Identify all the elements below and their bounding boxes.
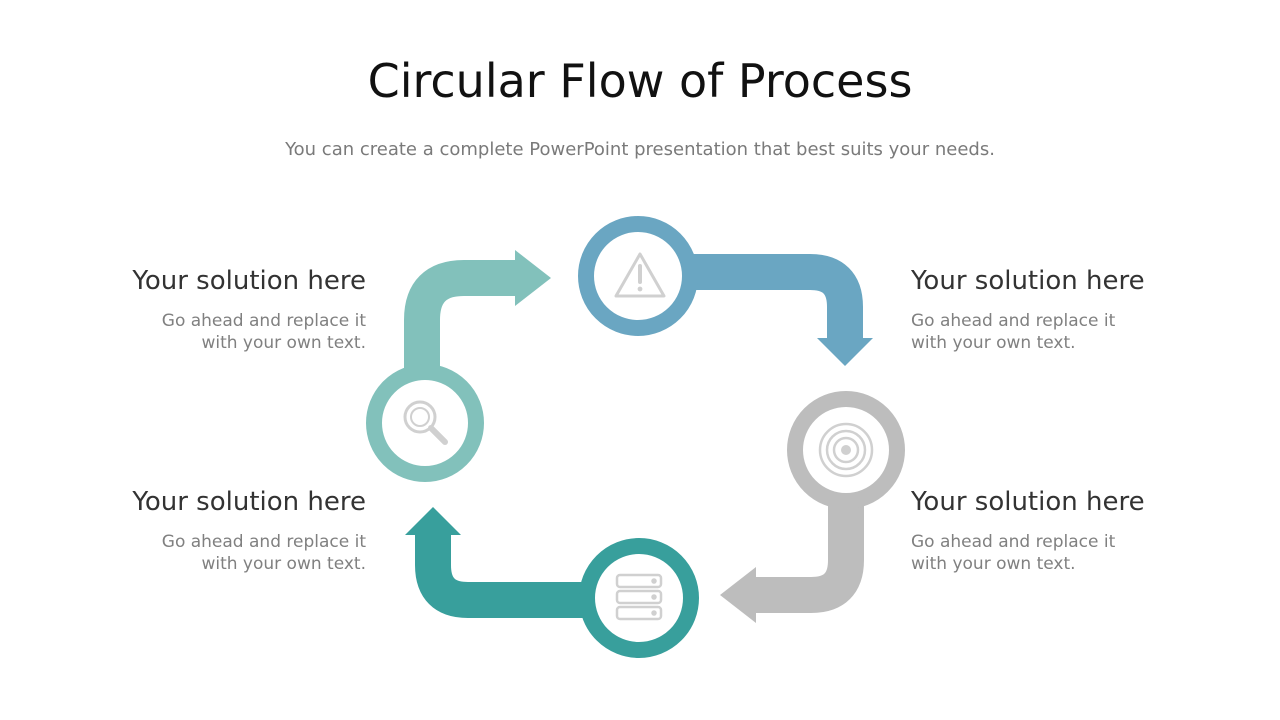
block-body: Go ahead and replace it with your own te…: [911, 310, 1211, 354]
block-body-line: with your own text.: [201, 333, 366, 353]
page-title: Circular Flow of Process: [367, 54, 913, 108]
search-icon: [403, 400, 448, 445]
warning-icon: [614, 252, 666, 298]
block-body-line: with your own text.: [201, 554, 366, 574]
block-body-line: with your own text.: [911, 333, 1076, 353]
block-heading: Your solution here: [911, 266, 1145, 296]
arrow-warning-to-target: [690, 254, 873, 366]
step-circle-search: [366, 364, 484, 482]
page-subtitle: You can create a complete PowerPoint pre…: [285, 139, 995, 160]
block-body: Go ahead and replace it with your own te…: [911, 531, 1211, 575]
arrow-search-to-warning: [404, 250, 551, 368]
block-body-line: Go ahead and replace it: [911, 311, 1116, 331]
step-circle-warning: [578, 216, 698, 336]
arrow-server-to-search: [405, 507, 590, 618]
block-body-line: Go ahead and replace it: [161, 532, 366, 552]
block-body-line: with your own text.: [911, 554, 1076, 574]
step-circle-server: [579, 538, 699, 658]
text-block-bottom-right: Your solution here Go ahead and replace …: [911, 487, 1211, 575]
text-block-bottom-left: Your solution here Go ahead and replace …: [66, 487, 366, 575]
block-body: Go ahead and replace it with your own te…: [66, 310, 366, 354]
block-heading: Your solution here: [911, 487, 1145, 517]
block-body: Go ahead and replace it with your own te…: [66, 531, 366, 575]
arrow-target-to-server: [720, 490, 864, 623]
text-block-top-left: Your solution here Go ahead and replace …: [66, 266, 366, 354]
block-body-line: Go ahead and replace it: [911, 532, 1116, 552]
block-heading: Your solution here: [132, 487, 366, 517]
block-heading: Your solution here: [132, 266, 366, 296]
target-icon: [818, 422, 874, 478]
block-body-line: Go ahead and replace it: [161, 311, 366, 331]
step-circle-target: [787, 391, 905, 509]
server-icon: [615, 573, 663, 621]
text-block-top-right: Your solution here Go ahead and replace …: [911, 266, 1211, 354]
